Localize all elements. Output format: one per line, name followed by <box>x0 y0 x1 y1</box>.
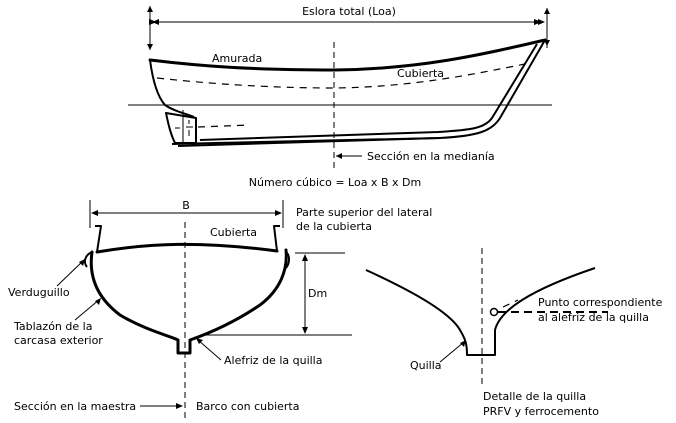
arrowhead <box>275 210 282 216</box>
decked-boat-label: Barco con cubierta <box>196 400 300 413</box>
keel-leader <box>439 341 465 363</box>
deck-line <box>156 63 526 89</box>
arrowhead <box>147 6 153 12</box>
hull-section <box>89 248 288 355</box>
bow-inner-line <box>199 43 538 141</box>
deck-camber <box>95 242 279 254</box>
arrowhead <box>79 259 85 266</box>
rabbet-point-marker <box>489 307 499 317</box>
rabbet-point-label-line2: al alefriz de la quilla <box>538 311 649 324</box>
bow-outer-line <box>177 39 546 147</box>
rubbing-strake-leader <box>56 259 85 287</box>
bulwark-left <box>95 225 102 253</box>
arrowhead <box>176 403 183 409</box>
shell-planking-leader <box>74 298 101 321</box>
rubbing-strake-right <box>285 251 290 269</box>
arrowhead <box>152 19 159 25</box>
rabbet-point-tick <box>502 299 519 308</box>
profile-view: Eslora total (Loa) Amurada Cubierta Secc… <box>128 5 552 170</box>
depth-label: Dm <box>308 287 327 300</box>
keel-label: Quilla <box>410 359 442 372</box>
midship-section-label: Sección en la medianía <box>367 150 495 163</box>
arrowhead <box>336 153 342 159</box>
beam-label: B <box>182 199 190 212</box>
keel-detail-caption-line2: PRFV y ferrocemento <box>483 405 599 418</box>
arrowhead <box>196 338 203 344</box>
cross-section-view: B Cubierta Parte superior del lateral de… <box>8 199 432 420</box>
arrowhead <box>147 44 153 50</box>
deck-side-top-label-line2: de la cubierta <box>296 220 372 233</box>
shell-planking-label-line2: carcasa exterior <box>14 334 103 347</box>
sheer-line <box>148 38 547 72</box>
arrowhead <box>302 254 308 261</box>
keel-detail-hull <box>365 267 596 356</box>
rubbing-strake-label: Verduguillo <box>8 286 70 299</box>
keel-detail-caption-line1: Detalle de la quilla <box>483 390 586 403</box>
deck-label: Cubierta <box>397 67 444 80</box>
keel-line <box>171 137 441 145</box>
loa-label: Eslora total (Loa) <box>302 5 396 18</box>
shell-planking-label-line1: Tablazón de la <box>13 320 92 333</box>
keel-rabbet-leader <box>197 339 222 361</box>
arrowhead <box>95 298 101 305</box>
arrowhead <box>302 327 308 334</box>
shaft-line <box>197 124 251 128</box>
cross-deck-label: Cubierta <box>210 226 257 239</box>
deck-side-top-label-line1: Parte superior del lateral <box>296 206 432 219</box>
arrowhead <box>544 8 550 14</box>
rudder <box>165 112 197 144</box>
rubbing-strake-left <box>83 251 93 268</box>
bulwark-right <box>273 225 280 252</box>
keel-detail-view: Punto correspondiente al alefriz de la q… <box>365 248 663 418</box>
arrowhead <box>538 19 545 25</box>
cubic-number-formula: Número cúbico = Loa x B x Dm <box>249 176 421 189</box>
rabbet-point-label-line1: Punto correspondiente <box>538 296 663 309</box>
master-section-label: Sección en la maestra <box>14 400 136 413</box>
stern-outline <box>149 59 195 118</box>
arrowhead <box>544 40 550 46</box>
arrowhead <box>460 340 466 347</box>
loa-dimension: Eslora total (Loa) <box>147 5 550 50</box>
keel-rabbet-label: Alefriz de la quilla <box>224 354 322 367</box>
arrowhead <box>91 210 98 216</box>
bulwark-label: Amurada <box>212 52 262 65</box>
